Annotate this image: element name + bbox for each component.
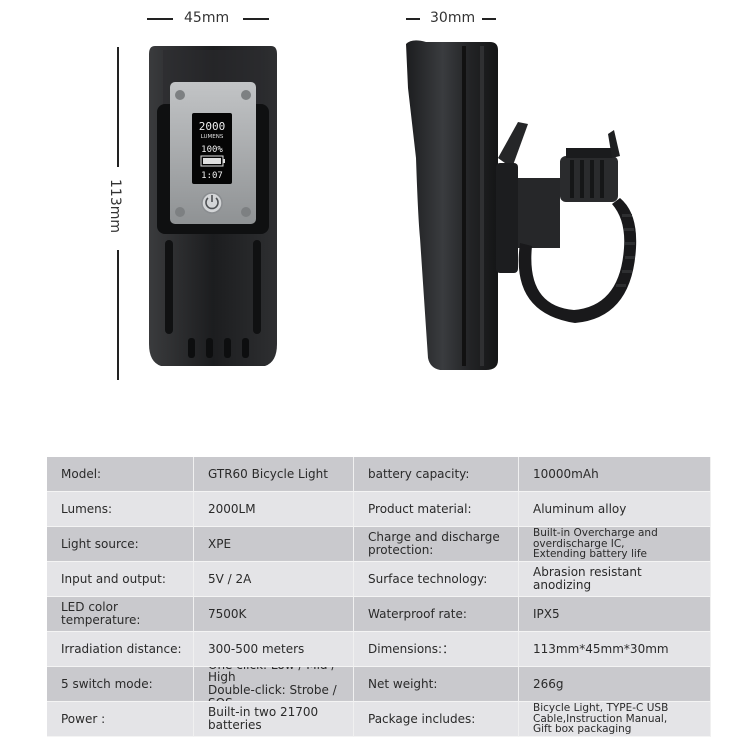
spec-value: Aluminum alloy (519, 492, 711, 527)
width-dimension-line-left (147, 18, 173, 20)
spec-label: Power : (47, 702, 194, 737)
height-dimension-line-top (117, 47, 119, 167)
spec-label: Product material: (354, 492, 519, 527)
screw-icon (175, 207, 185, 217)
spec-label: battery capacity: (354, 457, 519, 492)
spec-value: IPX5 (519, 597, 711, 632)
screen-lumens-unit: LUMENS (201, 134, 224, 140)
spec-value: 113mm*45mm*30mm (519, 632, 711, 667)
spec-value: Built-in Overcharge and overdischarge IC… (519, 527, 711, 562)
spec-value: 5V / 2A (194, 562, 354, 597)
spec-value: One click: Low / Mid / High Double-click… (194, 667, 354, 702)
depth-dimension-line-right (482, 18, 496, 20)
depth-dimension-line-left (406, 18, 420, 20)
screen-battery-percent: 100% (201, 145, 223, 155)
battery-icon (200, 155, 225, 167)
spec-value: 300-500 meters (194, 632, 354, 667)
screw-icon (241, 207, 251, 217)
spec-label: LED color temperature: (47, 597, 194, 632)
spec-label: Waterproof rate: (354, 597, 519, 632)
spec-value: Abrasion resistant anodizing (519, 562, 711, 597)
bike-light-front-view: 2000 LUMENS 100% 1:07 (149, 46, 277, 366)
spec-value: 266g (519, 667, 711, 702)
spec-label: Model: (47, 457, 194, 492)
spec-table: Model: GTR60 Bicycle Light battery capac… (47, 457, 711, 737)
clamp-knob (566, 148, 612, 198)
spec-label: Dimensions:： (354, 632, 519, 667)
screen-lumens-value: 2000 (199, 120, 226, 133)
screw-icon (175, 90, 185, 100)
spec-value: 7500K (194, 597, 354, 632)
screw-icon (241, 90, 251, 100)
spec-label: Input and output: (47, 562, 194, 597)
screen-runtime: 1:07 (201, 171, 223, 181)
depth-dimension-label: 30mm (430, 10, 476, 26)
spec-value: GTR60 Bicycle Light (194, 457, 354, 492)
spec-label: Surface technology: (354, 562, 519, 597)
spec-value: 10000mAh (519, 457, 711, 492)
spec-label: Lumens: (47, 492, 194, 527)
power-icon (205, 195, 219, 210)
spec-label: Irradiation distance: (47, 632, 194, 667)
spec-label: Charge and discharge protection: (354, 527, 519, 562)
spec-label: Package includes: (354, 702, 519, 737)
height-dimension-label: 113mm (107, 179, 123, 233)
spec-value: Bicycle Light, TYPE-C USB Cable,Instruct… (519, 702, 711, 737)
width-dimension-label: 45mm (184, 10, 230, 26)
spec-label: Net weight: (354, 667, 519, 702)
spec-value: Built-in two 21700 batteries (194, 702, 354, 737)
bike-light-side-view (406, 40, 637, 371)
spec-label: 5 switch mode: (47, 667, 194, 702)
width-dimension-line-right (243, 18, 269, 20)
spec-label: Light source: (47, 527, 194, 562)
spec-value: 2000LM (194, 492, 354, 527)
height-dimension-line-bottom (117, 250, 119, 380)
spec-value: XPE (194, 527, 354, 562)
